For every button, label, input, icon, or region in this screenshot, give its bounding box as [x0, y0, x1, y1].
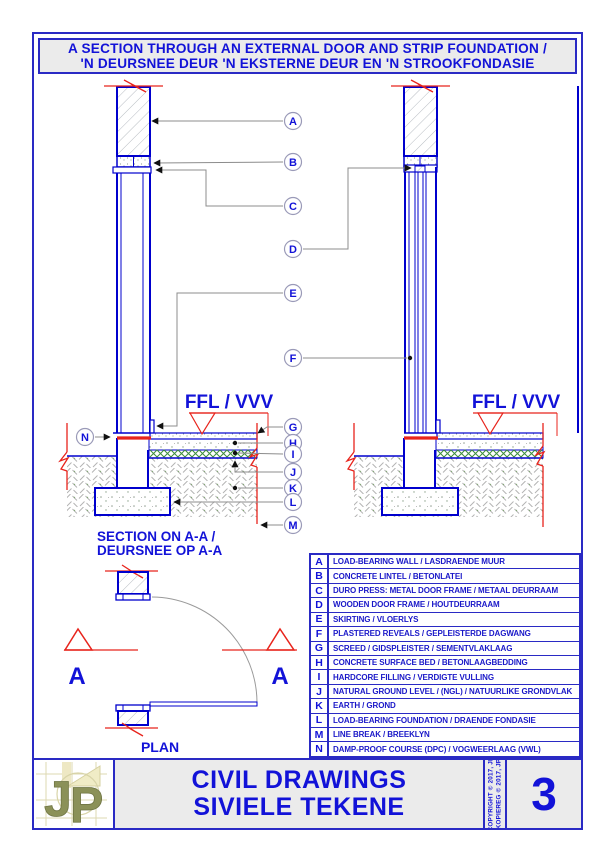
line-break-top-right [391, 79, 450, 93]
svg-text:B: B [289, 157, 297, 169]
footer-title-line1: CIVIL DRAWINGS [191, 766, 407, 794]
section-caption-line2: DEURSNEE OP A-A [97, 543, 223, 558]
svg-text:K: K [289, 483, 297, 495]
screed-left [149, 432, 258, 440]
right-section-drawing: FFL / VVV [345, 79, 579, 527]
callout-m: M [283, 515, 303, 535]
drawing-area: FFL / VVV [58, 79, 579, 755]
line-break-foundation-right [345, 413, 558, 527]
logo-letter-p: P [70, 777, 103, 828]
jp-logo: J P [36, 762, 107, 833]
svg-text:M: M [288, 520, 297, 532]
line-break-top-left [104, 79, 163, 93]
wall-left [116, 86, 151, 157]
plan-label: PLAN [141, 739, 179, 755]
svg-text:H: H [289, 438, 297, 450]
door-swing-arc [151, 596, 258, 704]
footer-title-line2: SIVIELE TEKENE [193, 793, 405, 821]
callout-d: D [283, 239, 303, 259]
left-section-drawing: FFL / VVV [58, 79, 274, 524]
plan-wall-bottom [117, 710, 149, 726]
sheet-number-cell: 3 [507, 760, 581, 828]
metal-frame-head [112, 166, 152, 174]
svg-text:F: F [290, 353, 297, 365]
skirting-left [149, 419, 155, 434]
callout-f: F [283, 348, 303, 368]
title-block: J P CIVIL DRAWINGS SIVIELE TEKENE COPYRI… [32, 758, 583, 833]
ffl-label-left: FFL / VVV [185, 392, 274, 413]
callout-i: I [283, 444, 303, 464]
logo-cell: J P [34, 760, 115, 833]
surface-bed-left [148, 438, 258, 451]
svg-text:A: A [271, 663, 288, 690]
svg-text:A: A [68, 663, 85, 690]
section-caption-line1: SECTION ON A-A / [97, 529, 215, 544]
plan-frame-top [115, 593, 151, 601]
sheet-title-line1: A SECTION THROUGH AN EXTERNAL DOOR AND S… [68, 40, 547, 56]
svg-text:E: E [289, 288, 296, 300]
wooden-frame-head [414, 165, 426, 173]
plan-view: A A PLAN [63, 564, 297, 755]
wall-right [403, 86, 438, 157]
svg-text:G: G [289, 422, 298, 434]
copyright-line2: KOPIEREG © 2017, JP [495, 760, 502, 828]
section-marker-left: A [63, 627, 138, 690]
callout-e: E [283, 283, 303, 303]
svg-text:C: C [289, 201, 297, 213]
svg-text:I: I [291, 449, 294, 461]
sheet-number: 3 [531, 768, 557, 820]
svg-text:N: N [81, 432, 89, 444]
ffl-marker-left: FFL / VVV [185, 392, 274, 436]
plan-line-break-bottom [105, 722, 158, 737]
svg-text:L: L [290, 497, 297, 509]
svg-text:J: J [290, 467, 296, 479]
metal-door-frame [116, 173, 151, 433]
svg-text:D: D [289, 244, 297, 256]
leader-dots [232, 355, 413, 491]
callout-leaders [95, 117, 412, 529]
callout-c: C [283, 196, 303, 216]
wooden-door-frame [404, 167, 437, 433]
surface-bed-right [435, 438, 544, 451]
callout-bubbles: A B C D E F G H I J K L M N [75, 111, 303, 535]
copyright-cell: COPYRIGHT © 2017, JP KOPIEREG © 2017, JP [483, 760, 507, 828]
callout-l: L [283, 492, 303, 512]
logo-letter-j: J [44, 771, 72, 827]
ffl-label-right: FFL / VVV [472, 392, 561, 413]
logo-pencil [62, 762, 71, 788]
callout-j: J [283, 462, 303, 482]
callout-n: N [75, 427, 95, 447]
copyright-line1: COPYRIGHT © 2017, JP [487, 760, 495, 828]
svg-text:A: A [289, 116, 297, 128]
line-break-foundation-left [58, 413, 269, 524]
skirting-right [435, 419, 441, 434]
footer-title: CIVIL DRAWINGS SIVIELE TEKENE [115, 760, 483, 828]
callout-a: A [283, 111, 303, 131]
sheet-title-line2: 'N DEURSNEE DEUR 'N EKSTERNE DEUR EN 'N … [80, 56, 535, 71]
plan-door-leaf [149, 701, 258, 707]
sheet-title-bar: A SECTION THROUGH AN EXTERNAL DOOR AND S… [38, 38, 577, 74]
callout-g: G [283, 417, 303, 437]
ffl-marker-right: FFL / VVV [472, 392, 561, 436]
callout-b: B [283, 152, 303, 172]
logo-roof [66, 765, 101, 787]
section-marker-right: A [222, 627, 297, 690]
plan-wall-top [117, 571, 149, 595]
